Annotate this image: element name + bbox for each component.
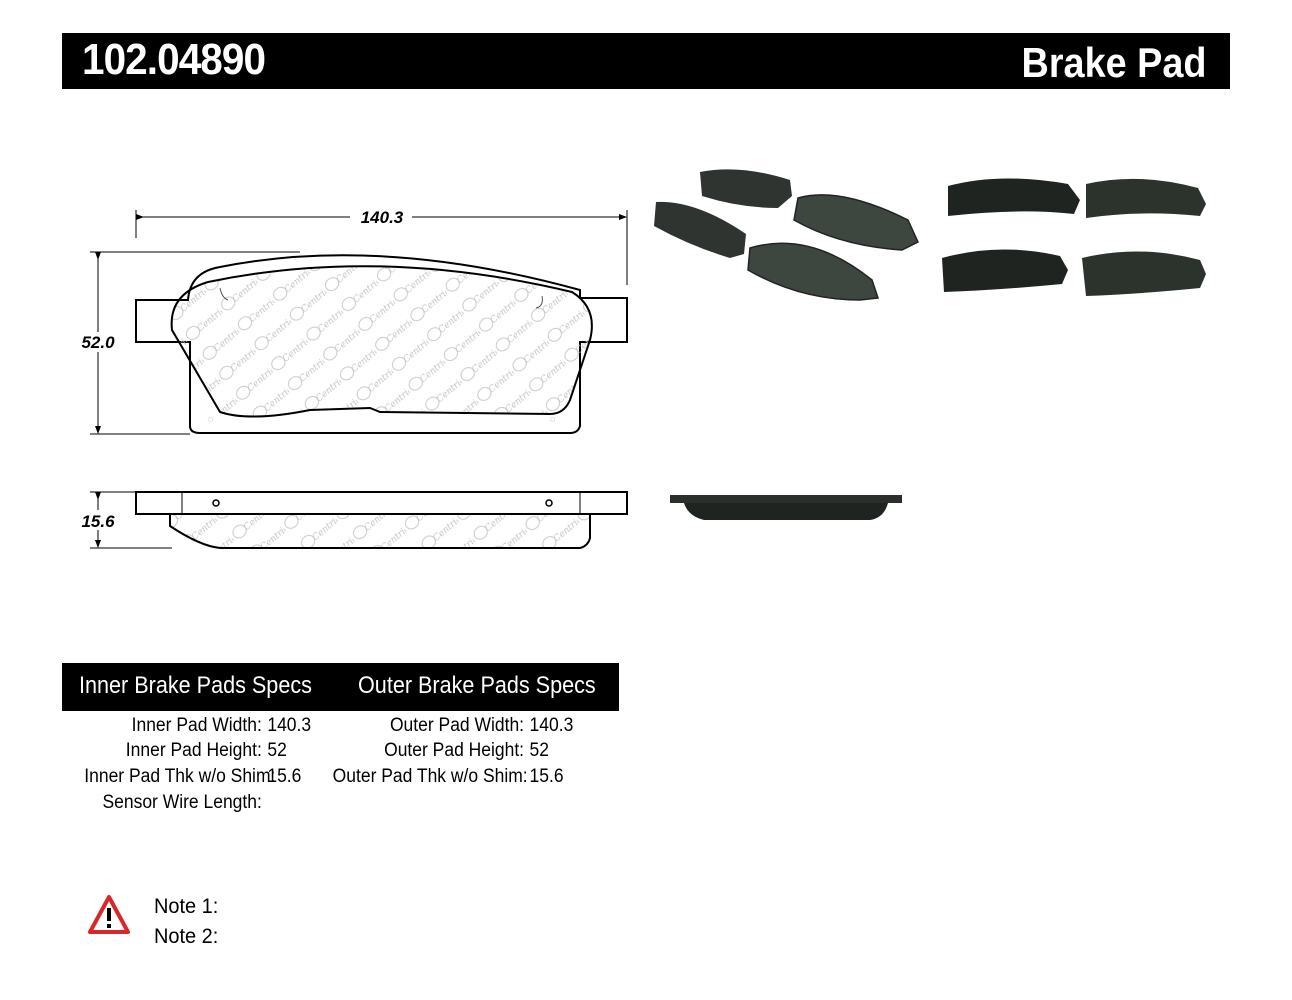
spec-value: 52 <box>267 740 287 761</box>
svg-text:◌: ◌ <box>208 414 213 424</box>
technical-drawing: Centric 140.3 52.0 ◌ ◌ <box>74 206 628 549</box>
spec-value: 140.3 <box>267 715 312 736</box>
pad-side-profile-photo <box>670 495 902 520</box>
spec-label: Outer Pad Thk w/o Shim: <box>332 766 528 787</box>
height-dimension: 52.0 <box>74 251 300 435</box>
spec-label: Inner Pad Height: <box>125 740 262 761</box>
width-label: 140.3 <box>361 208 404 227</box>
note-1: Note 1: <box>154 895 219 918</box>
product-photos <box>654 169 1206 520</box>
note-2: Note 2: <box>154 925 219 948</box>
specs-table: Inner Brake Pads Specs Outer Brake Pads … <box>62 663 619 813</box>
thickness-dimension: 15.6 <box>74 491 172 549</box>
spec-value: 15.6 <box>267 766 302 787</box>
spec-value: 15.6 <box>529 766 564 787</box>
outer-specs-title: Outer Brake Pads Specs <box>358 672 596 699</box>
pad-side-view <box>135 491 628 549</box>
header-bar: 102.04890 Brake Pad <box>62 33 1230 89</box>
pad-set-angled-photo <box>654 169 919 301</box>
warning-icon <box>88 895 130 934</box>
product-type: Brake Pad <box>1021 39 1206 86</box>
spec-label: Inner Pad Thk w/o Shim: <box>84 766 276 787</box>
inner-specs-title: Inner Brake Pads Specs <box>79 672 312 699</box>
spec-value: 140.3 <box>529 715 574 736</box>
spec-value: 52 <box>529 740 550 761</box>
specs-header: Inner Brake Pads Specs Outer Brake Pads … <box>62 663 619 711</box>
pad-front-view: ◌ ◌ <box>135 254 628 434</box>
spec-label: Outer Pad Height: <box>384 740 525 761</box>
pad-set-flat-photo <box>942 178 1206 296</box>
width-dimension: 140.3 <box>135 206 628 285</box>
spec-label: Inner Pad Width: <box>131 715 262 736</box>
height-label: 52.0 <box>81 333 115 352</box>
spec-label: Outer Pad Width: <box>389 715 525 736</box>
svg-text:◌: ◌ <box>550 414 555 424</box>
thickness-label: 15.6 <box>81 512 115 531</box>
spec-label: Sensor Wire Length: <box>102 792 262 813</box>
part-number: 102.04890 <box>82 35 266 84</box>
